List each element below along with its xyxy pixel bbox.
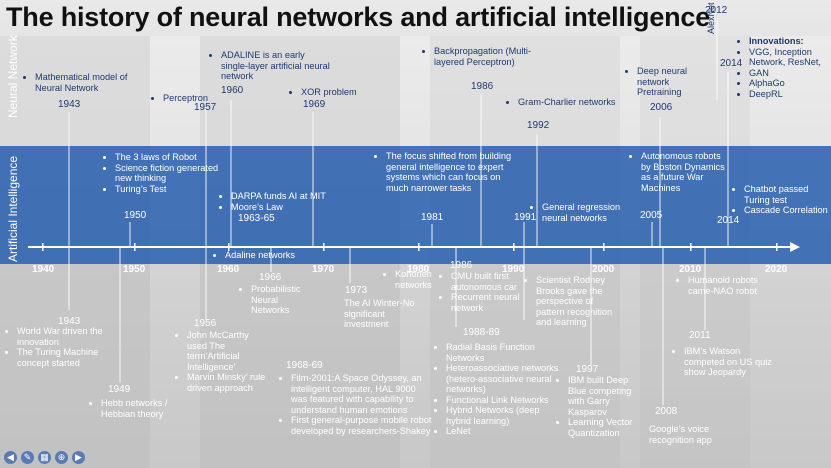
ai-event: Chatbot passed Turing testCascade Correl…: [735, 184, 830, 216]
event: IBM built Deep Blue competing with Garry…: [559, 375, 645, 438]
event: CMU built first autonomous carRecurrent …: [442, 271, 532, 313]
event-year: 1956: [194, 318, 217, 329]
axis-year: 2020: [765, 264, 788, 275]
nn-year: 1992: [527, 120, 550, 131]
nn-event: Perceptron: [154, 93, 208, 104]
nn-year: 1957: [194, 102, 217, 113]
nn-year: 1969: [303, 99, 326, 110]
event: Scientist Rodney Brooks gave the perspec…: [527, 275, 617, 328]
axis-ticks: [42, 243, 778, 251]
nn-year: 2006: [650, 102, 673, 113]
nn-year: 1943: [58, 99, 81, 110]
event-year: 2008: [655, 406, 678, 417]
neural-network-band: [0, 36, 831, 146]
event-year: 1949: [108, 384, 131, 395]
event: John McCarthy used The term’Artificial I…: [178, 330, 268, 393]
axis-year: 1940: [32, 264, 55, 275]
forward-arrow-icon[interactable]: ▶: [72, 451, 85, 464]
connectors: [68, 20, 729, 405]
nn-event: Gram-Charlier networks: [509, 97, 616, 108]
axis-year: 1970: [312, 264, 335, 275]
pen-icon[interactable]: ✎: [21, 451, 34, 464]
event: Humanoid robots came-NAO robot: [679, 275, 779, 296]
nn-event: Deep neural network Pretraining: [628, 66, 708, 98]
axis-year: 1950: [123, 264, 146, 275]
ai-event: DARPA funds AI at MITMoore’s Law: [222, 191, 332, 212]
event-year: 1973: [345, 285, 368, 296]
event: IBM’s Watson competed on US quiz show Je…: [675, 346, 775, 378]
lower-band: [0, 264, 831, 468]
zoom-icon[interactable]: ⊕: [55, 451, 68, 464]
event: The AI Winter-No significant investment: [344, 298, 415, 329]
nn-event: ADALINE is an early single-layer artific…: [212, 50, 330, 82]
axis-year: 1980: [407, 264, 430, 275]
ai-event: The focus shifted from building general …: [377, 151, 517, 193]
event: Radial Basis Function NetworksHeteroasso…: [437, 342, 562, 437]
slide-controls[interactable]: ◀ ✎ ▦ ⊕ ▶: [4, 451, 85, 464]
page-title: The history of neural networks and artif…: [6, 2, 711, 32]
ai-year: 2014: [717, 215, 740, 226]
ai-year: 1991: [514, 212, 537, 223]
axis-year: 1990: [502, 264, 525, 275]
event-year: 1997: [576, 364, 599, 375]
ai-event: General regression neural networks: [533, 202, 628, 223]
slides-icon[interactable]: ▦: [38, 451, 51, 464]
axis-year: 2000: [592, 264, 615, 275]
event: Film-2001:A Space Odyssey, an intelligen…: [282, 373, 434, 436]
nn-innovations: Innovations: VGG, Inception Network, Res…: [740, 36, 831, 99]
event-year: 1943: [58, 316, 81, 327]
axis-year: 1960: [217, 264, 240, 275]
nn-year: 2012: [705, 5, 728, 16]
nn-year: 1986: [471, 81, 494, 92]
event-year: 1986: [450, 260, 473, 271]
ai-band: [0, 146, 831, 264]
event-year: 1968-69: [286, 360, 323, 371]
ai-year: 1963-65: [238, 213, 275, 224]
nn-event: XOR problem: [292, 87, 357, 98]
event: Google’s voice recognition app: [649, 424, 712, 445]
event: Hebb networks / Hebbian theory: [92, 398, 182, 419]
event-year: 2011: [689, 330, 711, 341]
event: Adaline networks: [216, 250, 316, 261]
nn-event: Mathematical model of Neural Network: [26, 72, 156, 93]
event-year: 1988-89: [463, 327, 500, 338]
ai-event: The 3 laws of RobotScience fiction gener…: [106, 152, 236, 194]
nn-year: 1960: [221, 85, 244, 96]
back-arrow-icon[interactable]: ◀: [4, 451, 17, 464]
event: Probabilistic Neural Networks: [242, 284, 312, 316]
nn-year: 2014: [720, 58, 743, 69]
ai-year: 1950: [124, 210, 147, 221]
ai-year: 2005: [640, 210, 663, 221]
event: Kohonen networks: [386, 269, 446, 290]
nn-event: Backpropagation (Multi-layered Perceptro…: [425, 46, 545, 67]
axis-arrow: [790, 242, 800, 252]
event: World War driven the innovationThe Turin…: [8, 326, 126, 368]
ai-year: 1981: [421, 212, 444, 223]
axis-year: 2010: [679, 264, 702, 275]
ai-event: Autonomous robots by Boston Dynamics as …: [632, 151, 728, 193]
event-year: 1966: [259, 272, 282, 283]
